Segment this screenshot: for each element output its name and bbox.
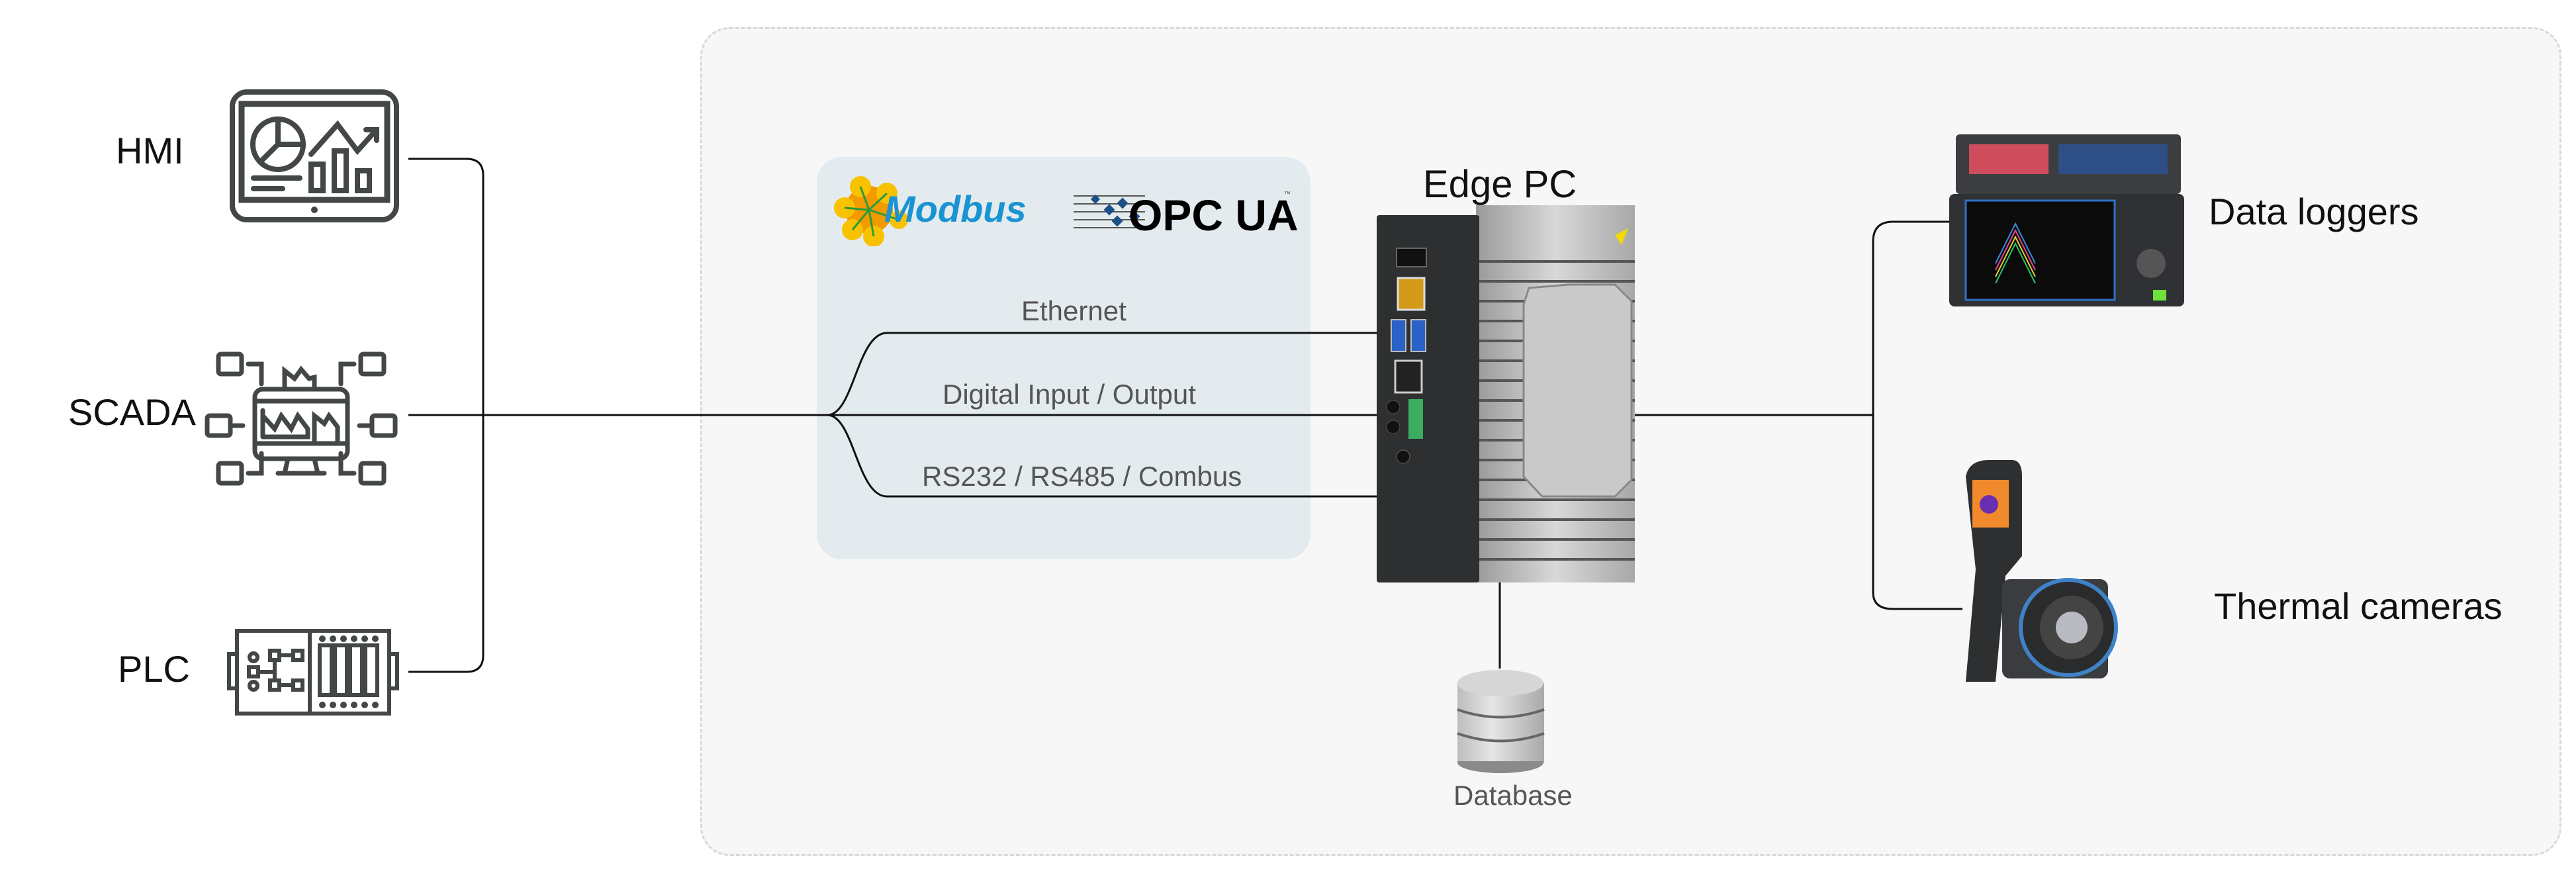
fan-grille [1522,283,1633,498]
database-label: Database [1453,780,1573,811]
mic-jack [1386,400,1401,414]
wire-hmi [408,158,484,673]
edge-pc-title: Edge PC [1423,163,1577,206]
connection-label-digital-io: Digital Input / Output [943,379,1196,410]
power-button [1396,449,1410,464]
hdmi-port [1396,248,1427,267]
scada-label: SCADA [68,391,196,433]
warning-label-icon [1615,228,1628,245]
scada-network-icon [205,351,398,486]
data-loggers-label: Data loggers [2209,191,2419,232]
data-logger-image [1949,134,2184,306]
thermal-camera-image [1966,460,2118,682]
usb-port [1391,319,1406,352]
connection-label-ethernet: Ethernet [1021,295,1127,326]
line-out-jack [1386,420,1401,434]
opc-ua-logo: OPC UA ™ [1074,191,1297,236]
edge-pc-io-panel [1377,215,1479,582]
database-icon [1457,670,1545,773]
edge-pc-device [1377,205,1635,582]
svg-text:™: ™ [1284,191,1291,198]
opc-ua-logo-text: OPC UA [1128,191,1297,236]
terminal-block [1408,399,1423,439]
lan-port [1397,277,1426,311]
hmi-label: HMI [116,130,184,171]
plc-module-icon [227,629,399,716]
thermal-cameras-label: Thermal cameras [2214,585,2503,627]
plc-label: PLC [118,648,190,690]
modbus-logo: Modbus [834,176,1027,246]
lan2-port [1394,359,1423,394]
connection-label-serial: RS232 / RS485 / Combus [922,461,1242,492]
modbus-logo-text: Modbus [884,188,1027,230]
hmi-dashboard-icon [230,89,399,222]
usb-port [1410,319,1426,352]
